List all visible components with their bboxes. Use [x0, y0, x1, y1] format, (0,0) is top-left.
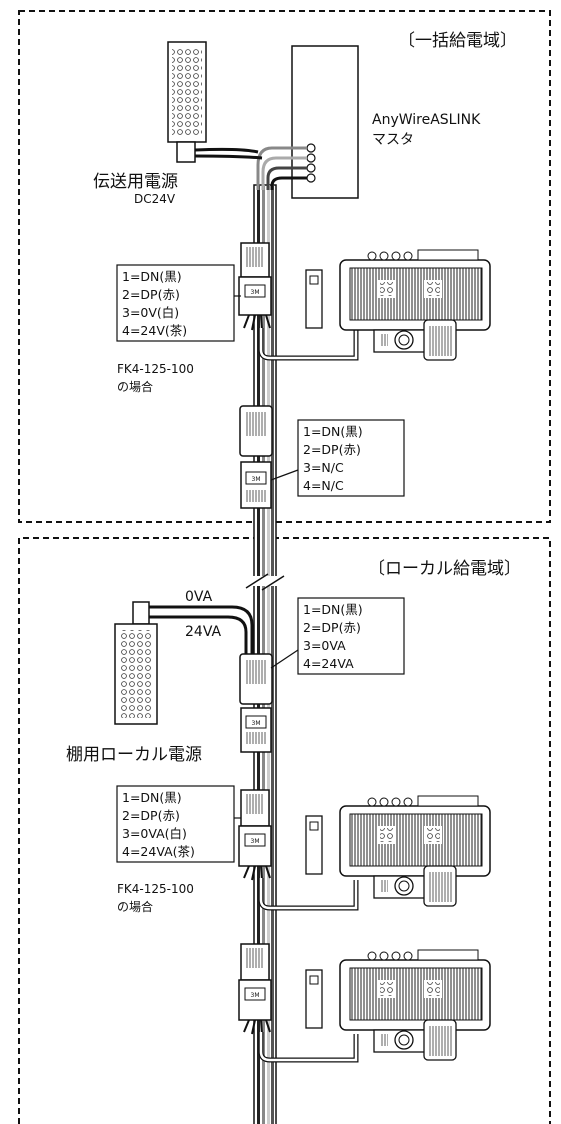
pinout-b-2: 2=DP(赤) — [303, 442, 361, 457]
pinout-b-3: 3=N/C — [303, 460, 344, 475]
local-power-label: 棚用ローカル電源 — [66, 745, 202, 765]
pinout-a-4: 4=24V(茶) — [122, 323, 187, 338]
power-inject-connector — [239, 653, 273, 705]
svg-text:3M: 3M — [251, 992, 260, 999]
svg-text:3M: 3M — [252, 476, 261, 483]
svg-text:3M: 3M — [252, 720, 261, 727]
pinout-a-2: 2=DP(赤) — [122, 287, 180, 302]
power-inject-socket: 3M — [240, 707, 272, 753]
fk-note-a-line1: FK4-125-100 — [117, 362, 194, 376]
t-branch-connector-2: 3M — [238, 789, 272, 881]
pinout-a-3: 3=0V(白) — [122, 305, 179, 320]
pinout-c-4: 4=24VA — [303, 656, 354, 671]
svg-text:3M: 3M — [251, 838, 260, 845]
pinout-box-d: 1=DN(黒) 2=DP(赤) 3=0VA(白) 4=24VA(茶) — [116, 785, 241, 863]
pinout-b-4: 4=N/C — [303, 478, 344, 493]
local-zone-title: 〔ローカル給電域〕 — [368, 559, 521, 579]
aslink-master — [291, 45, 359, 199]
transmission-power-voltage: DC24V — [134, 192, 176, 206]
fk-note-a-line2: の場合 — [117, 379, 153, 394]
bulk-zone-title: 〔一括給電域〕 — [398, 31, 517, 51]
io-module-3 — [305, 949, 491, 1061]
bulk-zone-border — [18, 10, 551, 523]
pinout-d-3: 3=0VA(白) — [122, 826, 187, 841]
local-power-supply — [114, 601, 254, 725]
cable-break-mark — [245, 573, 285, 591]
pinout-box-b: 1=DN(黒) 2=DP(赤) 3=N/C 4=N/C — [270, 419, 405, 497]
svg-text:3M: 3M — [251, 289, 260, 296]
local-zone-border — [18, 537, 551, 1124]
local-power-24v: 24VA — [185, 624, 221, 640]
master-feed-wires — [256, 146, 307, 190]
end-cap-connector-lower: 3M — [240, 461, 272, 509]
pinout-a-1: 1=DN(黒) — [122, 269, 182, 284]
t-branch-connector-1: 3M — [238, 242, 272, 331]
t-branch-connector-3: 3M — [238, 943, 272, 1035]
master-label-line1: AnyWireASLINK — [372, 112, 481, 128]
transmission-power-label: 伝送用電源 — [93, 172, 178, 192]
pinout-box-c: 1=DN(黒) 2=DP(赤) 3=0VA 4=24VA — [270, 597, 405, 675]
local-power-0v: 0VA — [185, 589, 213, 605]
io-module-1 — [305, 249, 491, 361]
fk-note-b-line1: FK4-125-100 — [117, 882, 194, 896]
pinout-box-a: 1=DN(黒) 2=DP(赤) 3=0V(白) 4=24V(茶) — [116, 264, 241, 342]
fk-note-b-line2: の場合 — [117, 899, 153, 914]
pinout-b-1: 1=DN(黒) — [303, 424, 363, 439]
pinout-c-3: 3=0VA — [303, 638, 346, 653]
pinout-c-1: 1=DN(黒) — [303, 602, 363, 617]
transmission-power-supply — [167, 41, 263, 163]
pinout-d-2: 2=DP(赤) — [122, 808, 180, 823]
end-cap-connector-upper — [239, 405, 273, 457]
pinout-d-1: 1=DN(黒) — [122, 790, 182, 805]
io-module-2 — [305, 795, 491, 907]
pinout-c-2: 2=DP(赤) — [303, 620, 361, 635]
master-label-line2: マスタ — [372, 132, 414, 148]
pinout-d-4: 4=24VA(茶) — [122, 844, 195, 859]
